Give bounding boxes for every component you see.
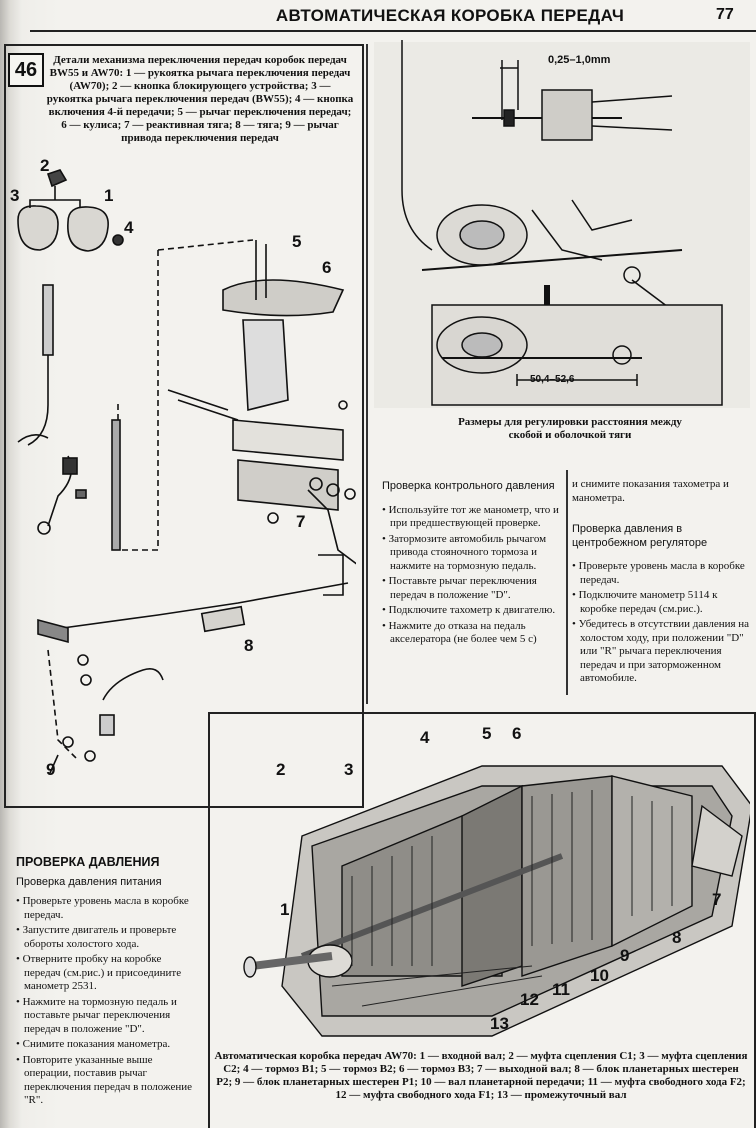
gearbox-label-3: 3 [344,760,354,779]
gearbox-label-10: 10 [590,966,609,985]
governor-pressure-bullet: • Убедитесь в отсутствии давления на хол… [572,618,750,684]
pressure-check-bullet: • Нажмите на тормозную педаль и поставьт… [16,995,177,1035]
pressure-check-subheading: Проверка давления питания [16,875,162,888]
gearbox-label-5: 5 [482,724,492,743]
figure-46-caption-title: Детали механизма переключения передач ко… [49,54,347,79]
figure-46-label-5: 5 [292,232,302,251]
gearbox-label-6: 6 [512,724,522,743]
figure-46-caption-body: 1 — рукоятка рычага переключения передач… [46,67,354,144]
column-divider-top [366,44,368,704]
pressure-check-bullet: • Проверьте уровень масла в коробке пере… [16,895,189,921]
gearbox-label-1: 1 [280,900,290,919]
gearbox-label-9: 9 [620,946,630,965]
page-header-title: АВТОМАТИЧЕСКАЯ КОРОБКА ПЕРЕДАЧ [275,6,625,25]
figure-46-label-4: 4 [124,218,134,237]
pressure-check-bullet: • Отверните пробку на коробке передач (с… [16,953,182,992]
automatic-gearbox-cutaway [243,765,750,1037]
gearbox-figure-caption: Автоматическая коробка передач AW70: 1 —… [214,1050,748,1102]
gearbox-label-11: 11 [552,980,570,999]
figure-46-label-8: 8 [244,636,254,655]
control-pressure-bullet: • Затормозите автомобиль рычагом привода… [382,532,547,572]
pressure-check-title: ПРОВЕРКА ДАВЛЕНИЯ [16,855,160,869]
adjust-dimension-bottom: 50,4–52,6 [530,374,575,385]
adjust-figure-caption: Размеры для регулировки расстояния между… [458,416,682,441]
figure-46-label-2: 2 [40,156,50,175]
pressure-check-bullet: • Снимите показания манометра. [16,1038,171,1050]
control-pressure-section: Проверка контрольного давления • Использ… [382,480,560,649]
gearbox-label-12: 12 [520,990,539,1009]
adjustment-drawing [374,40,750,408]
gearbox-label-2: 2 [276,760,286,779]
pressure-check-bullet: • Запустите двигатель и проверьте оборот… [16,924,177,950]
control-pressure-bullet: • Подключите тахометр к двигателю. [382,604,556,616]
gearbox-label-13: 13 [490,1014,509,1033]
governor-pressure-heading: Проверка давления в центробежном регулят… [572,523,708,549]
column-divider-mid [566,470,568,695]
gearbox-label-8: 8 [672,928,682,947]
header-rule [30,30,756,32]
figure-number: 46 [8,53,44,87]
governor-pressure-bullet: • Проверьте уровень масла в коробке пере… [572,560,745,586]
continuation-text: и снимите показания тахометра и манометр… [572,478,729,504]
gearbox-caption-title: Автоматическая коробка передач AW70: [214,1050,417,1062]
figure-46-label-6: 6 [322,258,332,277]
control-pressure-bullet: • Поставьте рычаг переключения передач в… [382,575,537,601]
pressure-check-bullet: • Повторите указанные выше операции, пос… [16,1053,193,1107]
figure-46-caption: Детали механизма переключения передач ко… [46,54,354,145]
gearbox-caption-body: 1 — входной вал; 2 — муфта сцепления C1;… [216,1050,748,1101]
page-number: 77 [716,6,734,23]
gearbox-figure-frame [208,712,756,1128]
control-pressure-bullet: • Используйте тот же манометр, что и при… [382,503,559,530]
gear-shift-mechanism-drawing [17,169,356,774]
figure-46-label-7: 7 [296,512,306,531]
control-pressure-bullet: • Нажмите до отказа на педаль акселерато… [382,619,537,646]
gearbox-label-4: 4 [420,728,430,747]
control-pressure-heading: Проверка контрольного давления [382,480,555,492]
adjust-dimension-top: 0,25–1,0mm [548,54,611,66]
figure-46-label-1: 1 [104,186,114,205]
figure-46-label-3: 3 [10,186,20,205]
governor-pressure-section: и снимите показания тахометра и манометр… [572,478,750,688]
figure-46-frame [4,44,364,808]
figure-46-label-9: 9 [46,760,56,779]
gearbox-label-7: 7 [712,890,722,909]
governor-pressure-bullet: • Подключите манометр 5114 к коробке пер… [572,589,718,615]
pressure-check-section: ПРОВЕРКА ДАВЛЕНИЯ Проверка давления пита… [16,855,198,1110]
